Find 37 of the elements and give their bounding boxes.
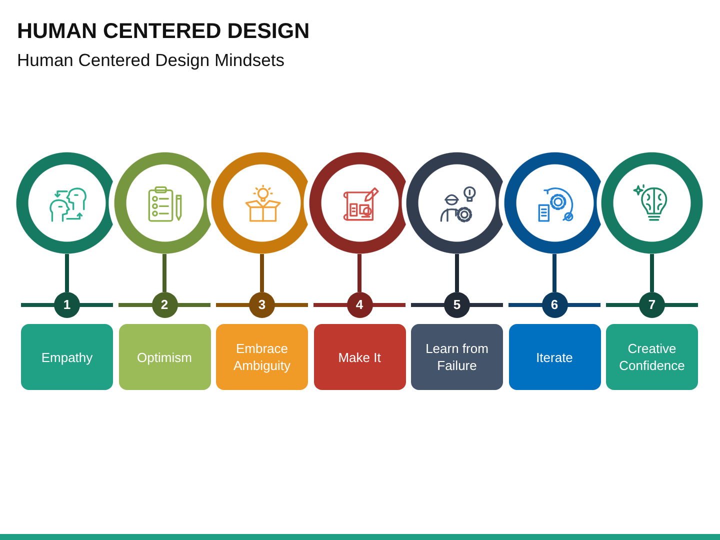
mindset-label: Learn from Failure [424, 340, 490, 374]
mindset-card [314, 324, 406, 390]
mindset-card [411, 324, 503, 390]
connector-line [650, 254, 654, 292]
step-number-circle [346, 292, 372, 318]
page-subtitle: Human Centered Design Mindsets [17, 49, 284, 71]
step-number: 4 [356, 297, 364, 313]
mindset-label: Make It [338, 348, 381, 366]
step-number: 2 [160, 297, 168, 313]
mindset-label: Embrace Ambiguity [232, 340, 292, 374]
step-number: 1 [63, 297, 71, 313]
connector-line [162, 254, 166, 292]
mindset-card [216, 324, 308, 390]
mindset-card [606, 324, 698, 390]
mindset-label: Empathy [41, 348, 93, 366]
step-number-circle [152, 292, 178, 318]
mindset-label: Creative Confidence [618, 340, 686, 374]
page-title: HUMAN CENTERED DESIGN [17, 18, 310, 45]
mindset-card [118, 324, 210, 390]
step-number: 7 [648, 297, 656, 313]
step-number-circle [54, 292, 80, 318]
mindset-label: Optimism [137, 348, 192, 366]
step-number-circle [249, 292, 275, 318]
connector-line [358, 254, 362, 292]
step-number: 6 [550, 297, 558, 313]
step-number-circle [639, 292, 665, 318]
mindset-label: Iterate [536, 348, 573, 366]
connector-line [260, 254, 264, 292]
connector-line [455, 254, 459, 292]
connector-line [65, 254, 69, 292]
mindset-card [21, 324, 113, 390]
connector-line [552, 254, 556, 292]
step-number-circle [444, 292, 470, 318]
step-number: 3 [258, 297, 266, 313]
mindset-card [508, 324, 600, 390]
step-number: 5 [453, 297, 461, 313]
step-number-circle [542, 292, 568, 318]
